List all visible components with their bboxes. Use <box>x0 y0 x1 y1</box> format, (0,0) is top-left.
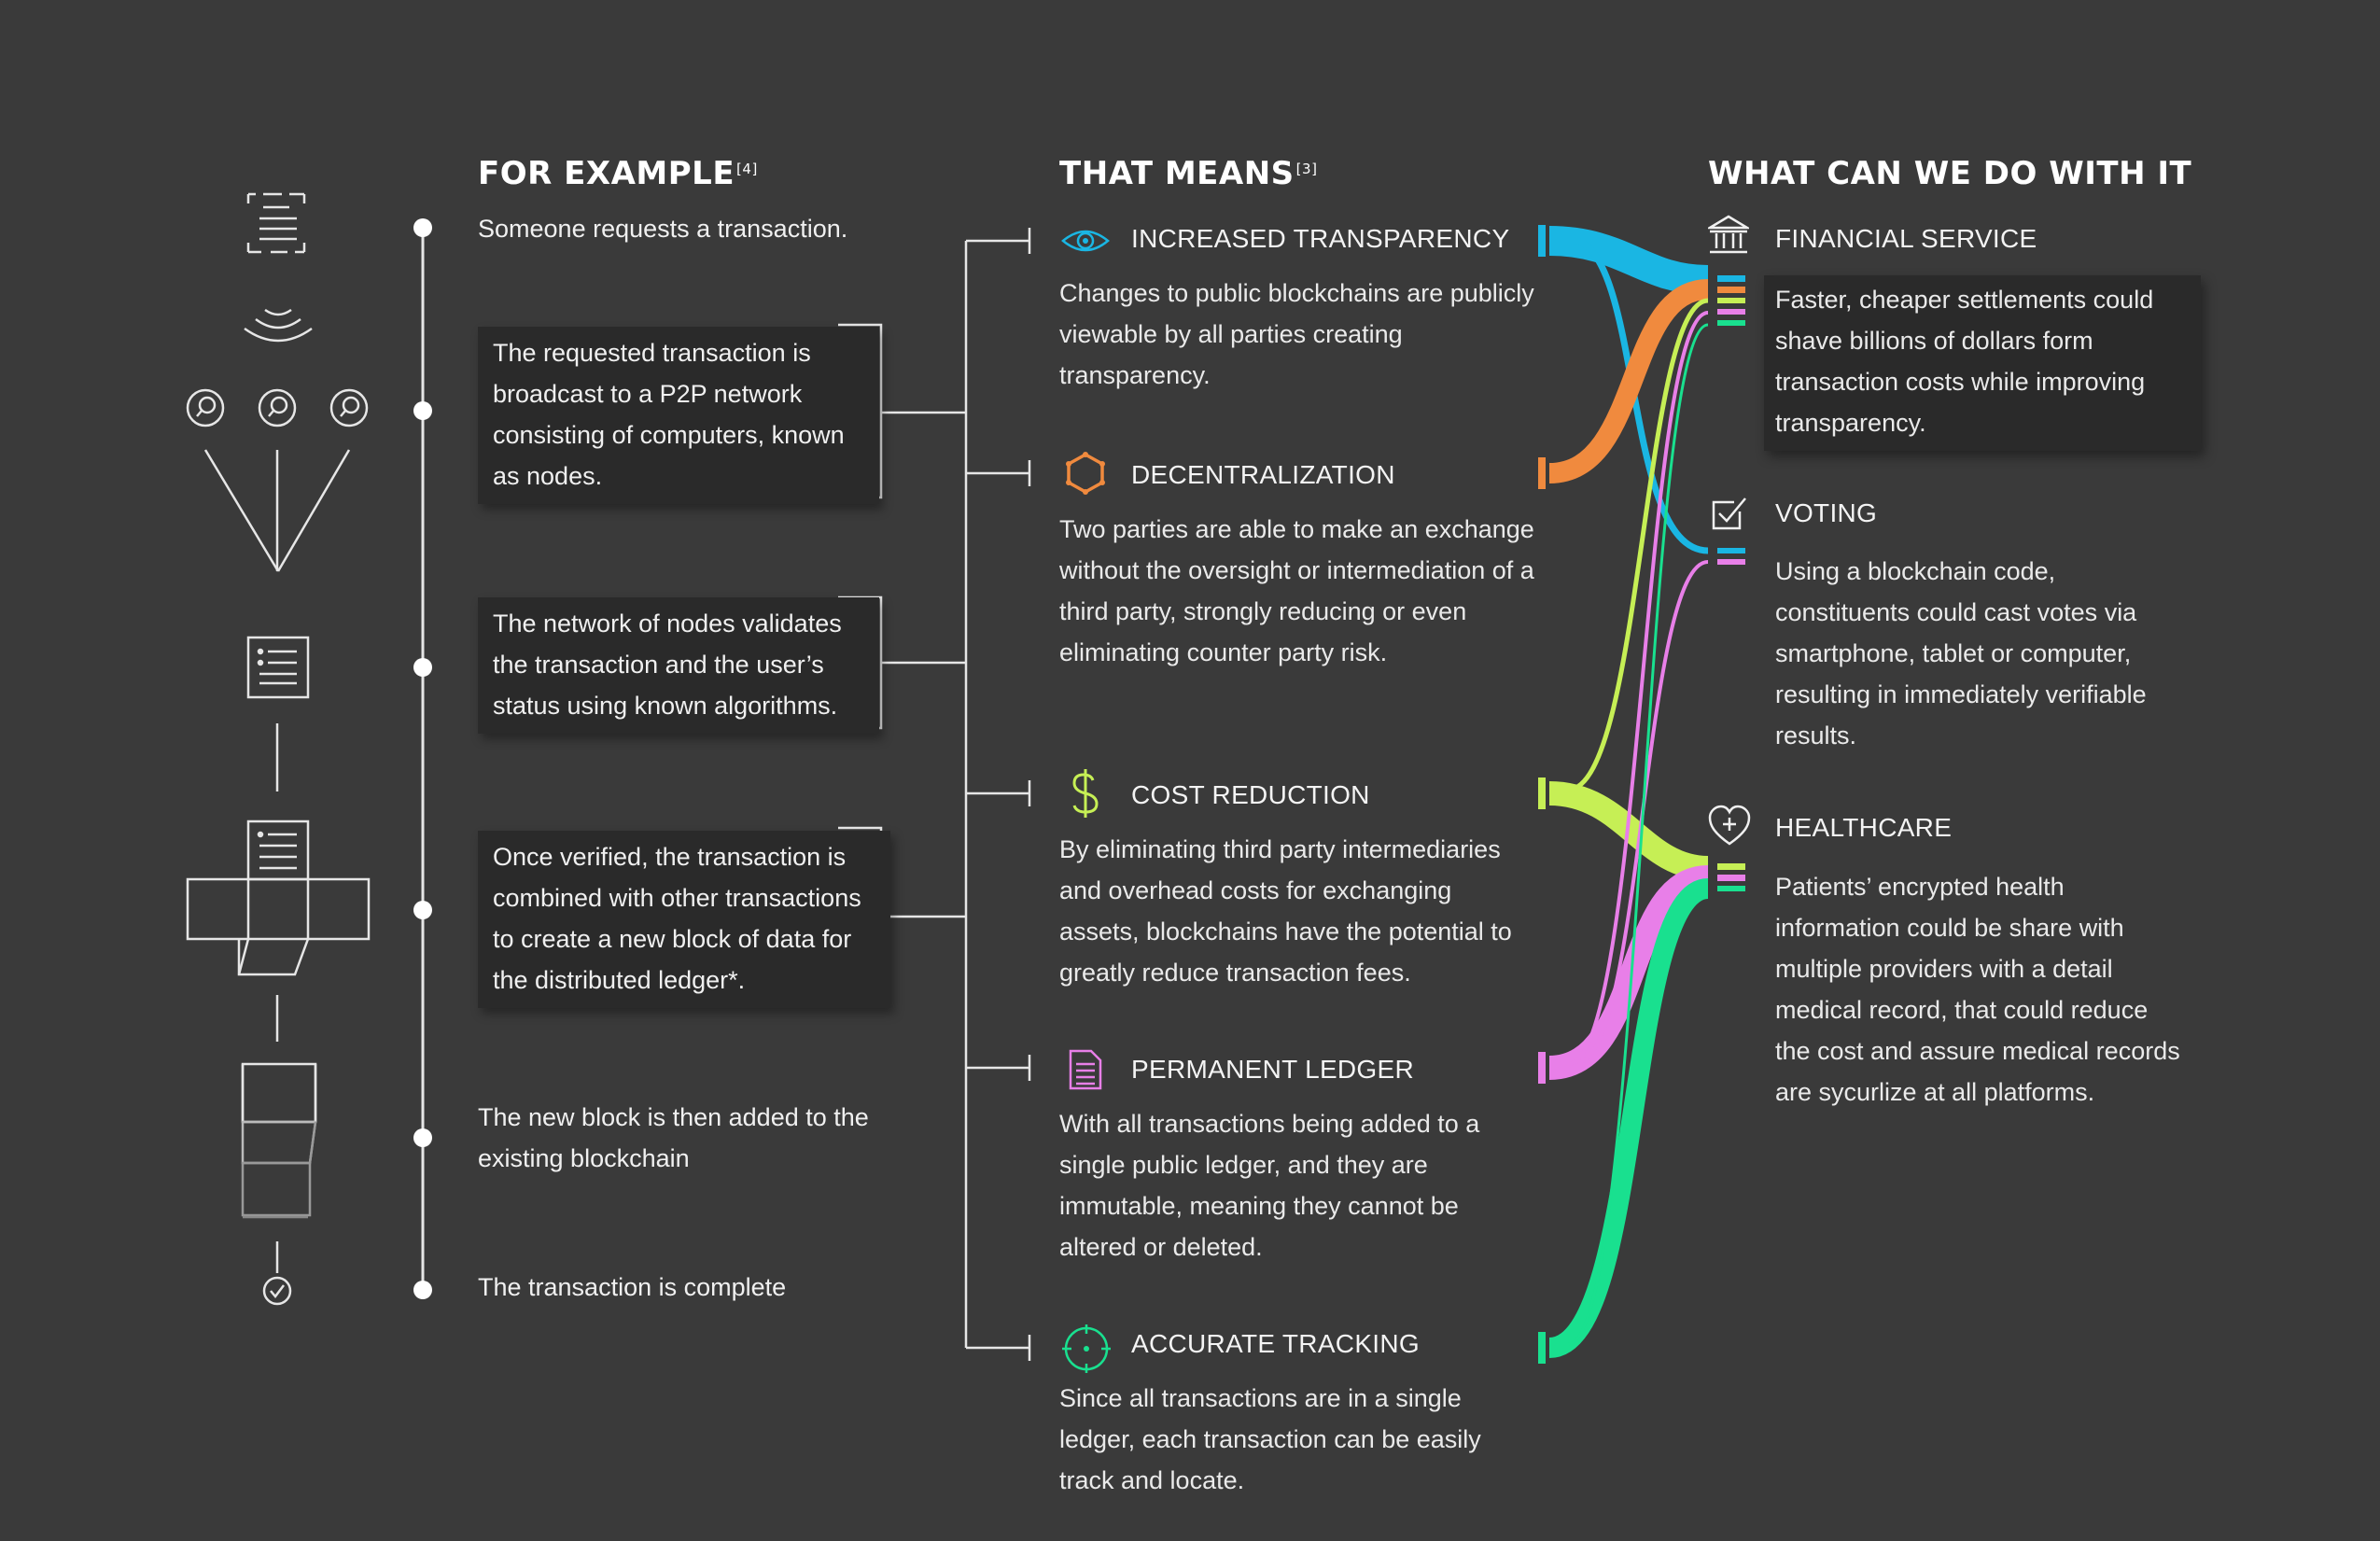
bank-icon <box>1708 215 1749 254</box>
use-body-financial: Faster, cheaper settlements could shave … <box>1775 286 2154 437</box>
meaning-title-transparency: INCREASED TRANSPARENCY <box>1131 224 1510 253</box>
heading-for-example: FOR EXAMPLE[4] <box>478 155 758 192</box>
flow-source-decentralization <box>1538 457 1546 489</box>
meaning-body-cost: By eliminating third party intermediarie… <box>1059 835 1512 987</box>
flow-source-cost <box>1538 778 1546 809</box>
step-combine: Once verified, the transaction is combin… <box>478 831 890 1008</box>
heading-that-means: THAT MEANS[3] <box>1059 155 1318 192</box>
eye-icon <box>1061 230 1110 252</box>
meaning-title-decentralization: DECENTRALIZATION <box>1131 460 1395 489</box>
broadcast-icon <box>244 308 313 343</box>
meaning-body-transparency: Changes to public blockchains are public… <box>1059 279 1534 389</box>
step-validate: The network of nodes validates the trans… <box>478 597 879 734</box>
use-title-voting: VOTING <box>1775 498 1878 527</box>
node-search-icons <box>186 388 369 427</box>
ledger-icon <box>1069 1049 1102 1090</box>
heading-what-can-we-do: WHAT CAN WE DO WITH IT <box>1708 155 2192 192</box>
step-complete: The transaction is complete <box>478 1273 787 1301</box>
flow-source-tracking <box>1538 1332 1546 1364</box>
hexagon-icon <box>1066 452 1105 495</box>
sankey-flows <box>1538 225 1745 1364</box>
blockchain-block-icon <box>241 1062 317 1219</box>
timeline-dots <box>413 218 432 1299</box>
use-body-healthcare: Patients’ encrypted health information c… <box>1775 873 2180 1106</box>
step-add-block: The new block is then added to the exist… <box>478 1103 869 1172</box>
complete-check-icon <box>262 1276 292 1306</box>
flow-source-transparency <box>1538 225 1546 257</box>
use-title-financial: FINANCIAL SERVICE <box>1775 224 2037 253</box>
block-assembly-icon <box>186 820 371 976</box>
step-broadcast: The requested transaction is broadcast t… <box>478 327 879 504</box>
dollar-icon <box>1072 769 1099 818</box>
heart-plus-icon <box>1708 805 1751 846</box>
meaning-title-ledger: PERMANENT LEDGER <box>1131 1055 1415 1084</box>
meaning-body-tracking: Since all transactions are in a single l… <box>1059 1384 1481 1494</box>
step-request: Someone requests a transaction. <box>478 215 848 243</box>
meaning-body-ledger: With all transactions being added to a s… <box>1059 1110 1480 1261</box>
meaning-title-cost: COST REDUCTION <box>1131 780 1370 809</box>
flow-source-ledger <box>1538 1052 1546 1084</box>
crosshair-icon <box>1062 1324 1111 1373</box>
meaning-title-tracking: ACCURATE TRACKING <box>1131 1329 1420 1358</box>
use-title-healthcare: HEALTHCARE <box>1775 813 1953 842</box>
validated-document-icon <box>246 636 310 699</box>
use-financial-box: Faster, cheaper settlements could shave … <box>1764 275 2201 451</box>
request-document-icon <box>246 192 306 254</box>
checkbox-icon <box>1712 497 1746 530</box>
use-body-voting: Using a blockchain code, constituents co… <box>1775 557 2147 749</box>
meaning-body-decentralization: Two parties are able to make an exchange… <box>1059 515 1534 666</box>
